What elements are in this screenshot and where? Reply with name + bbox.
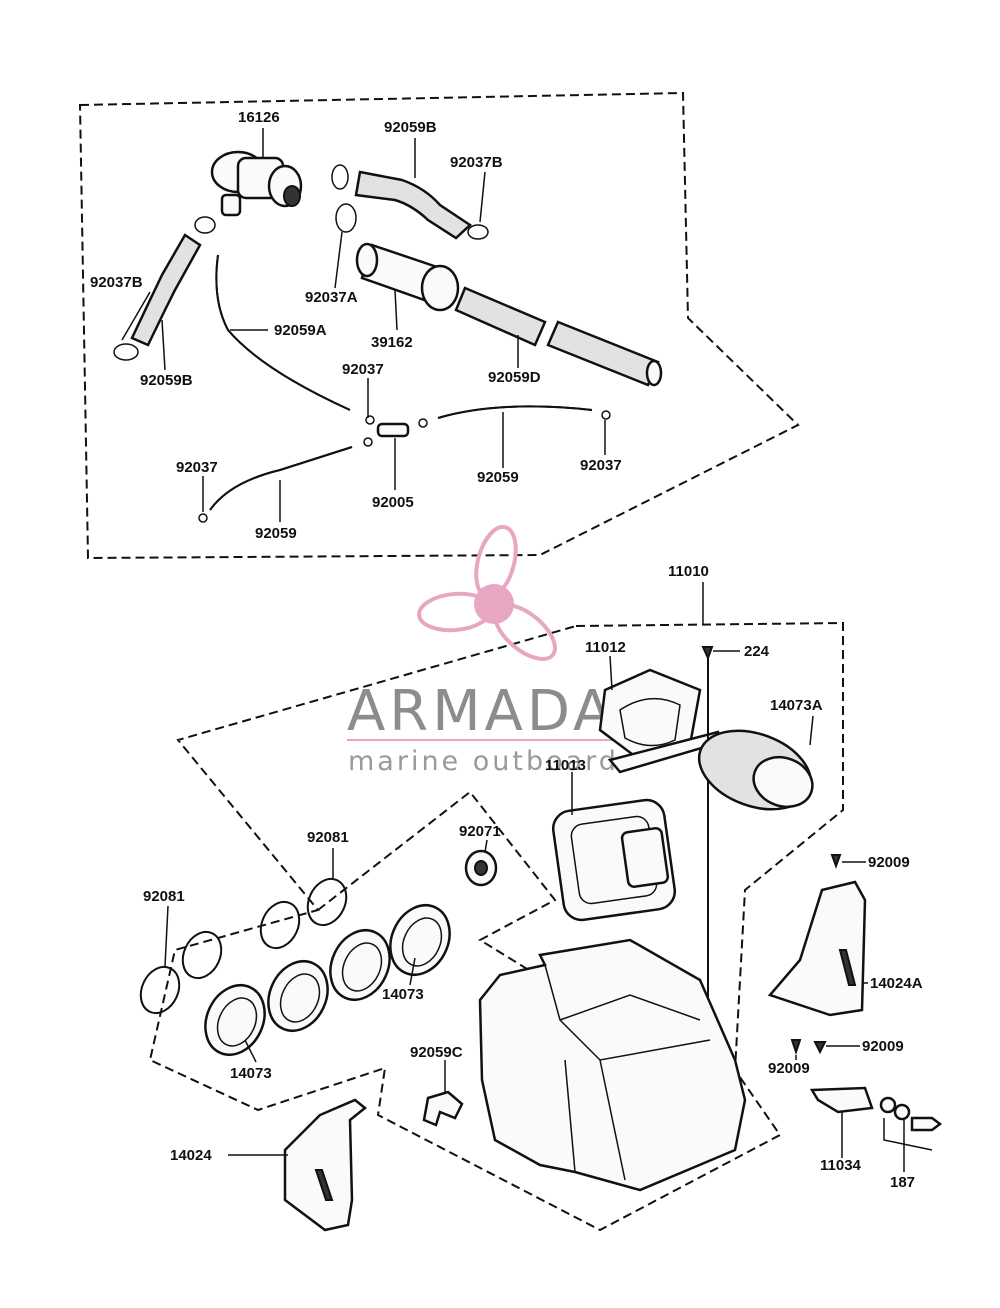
intake-boots-14073 (204, 904, 451, 1056)
label-11013: 11013 (545, 757, 586, 774)
screw-224 (701, 646, 714, 661)
label-92059b-left: 92059B (140, 372, 193, 389)
clamp-92037b-left (113, 343, 139, 361)
hose-92059d-a (454, 286, 547, 347)
label-92059a: 92059A (274, 322, 327, 339)
label-16126: 16126 (238, 109, 280, 126)
bracket-11034 (809, 1086, 874, 1114)
t-junction-16126 (210, 150, 303, 217)
foam-element-14073a (697, 729, 814, 811)
callout-labels: 16126 92059B 92037B 92037B 92037A 39162 … (90, 109, 923, 1191)
label-92059b-top: 92059B (384, 119, 437, 136)
hose-92059d-b (546, 320, 660, 387)
watermark-brand: ARMADA (347, 679, 615, 744)
label-92005: 92005 (372, 494, 414, 511)
label-92037-mid: 92037 (342, 361, 384, 378)
air-box-housing (478, 938, 747, 1192)
label-92059-left: 92059 (255, 525, 297, 542)
label-92081-left: 92081 (143, 888, 185, 905)
inner-divider-line (317, 790, 557, 981)
label-14073a: 14073A (770, 697, 823, 714)
o-rings-92081 (139, 877, 348, 1015)
resonator-39162 (355, 242, 460, 312)
screw-92009-bottom (790, 1039, 802, 1056)
upper-assembly-frame (78, 91, 800, 560)
clamp-92037b-upper (331, 164, 349, 190)
tube-92059-left (209, 446, 353, 511)
label-14073-left: 14073 (230, 1065, 272, 1082)
label-39162: 39162 (371, 334, 413, 351)
clamp-92037b-right (467, 224, 489, 240)
label-11012: 11012 (585, 639, 626, 656)
side-cover-14024a (767, 880, 867, 1017)
label-92037-left: 92037 (176, 459, 218, 476)
label-92009-right: 92009 (862, 1038, 904, 1055)
lower-assembly-frame (148, 621, 844, 1232)
label-92071: 92071 (459, 823, 501, 840)
leader-lines (121, 128, 905, 1172)
label-92037-right: 92037 (580, 457, 622, 474)
side-cover-14024 (283, 1098, 368, 1232)
screw-92009-right (813, 1041, 827, 1055)
clamp-92037a (335, 203, 357, 233)
label-187: 187 (890, 1174, 915, 1191)
air-box-group (139, 646, 943, 1232)
watermark-tagline: marine outboards (348, 746, 636, 777)
label-14073-right: 14073 (382, 986, 424, 1003)
label-11010: 11010 (668, 563, 709, 580)
label-14024a: 14024A (870, 975, 923, 992)
grommet-92071 (464, 849, 498, 887)
bolt-187 (910, 1116, 943, 1132)
fitting-92005 (376, 422, 410, 438)
filter-11013 (551, 798, 677, 922)
label-224: 224 (744, 643, 770, 660)
elbow-92059c (422, 1090, 464, 1127)
label-11034: 11034 (820, 1157, 862, 1174)
label-14024: 14024 (170, 1147, 212, 1164)
label-92037b-left: 92037B (90, 274, 143, 291)
label-92009-bottom: 92009 (768, 1060, 810, 1077)
label-92059d: 92059D (488, 369, 541, 386)
washer-187 (879, 1096, 897, 1114)
clamp-left-upper (194, 216, 216, 234)
air-intake-hose-group (113, 150, 663, 523)
hose-92059b-top (354, 170, 473, 240)
label-92037a: 92037A (305, 289, 358, 306)
screw-92009-top (830, 854, 842, 869)
label-92059c: 92059C (410, 1044, 463, 1061)
label-92009-top: 92009 (868, 854, 910, 871)
armada-logo (417, 524, 557, 661)
label-92059-right: 92059 (477, 469, 519, 486)
label-92037b-top: 92037B (450, 154, 503, 171)
hose-92059b-left (130, 233, 202, 347)
label-92081-top: 92081 (307, 829, 349, 846)
